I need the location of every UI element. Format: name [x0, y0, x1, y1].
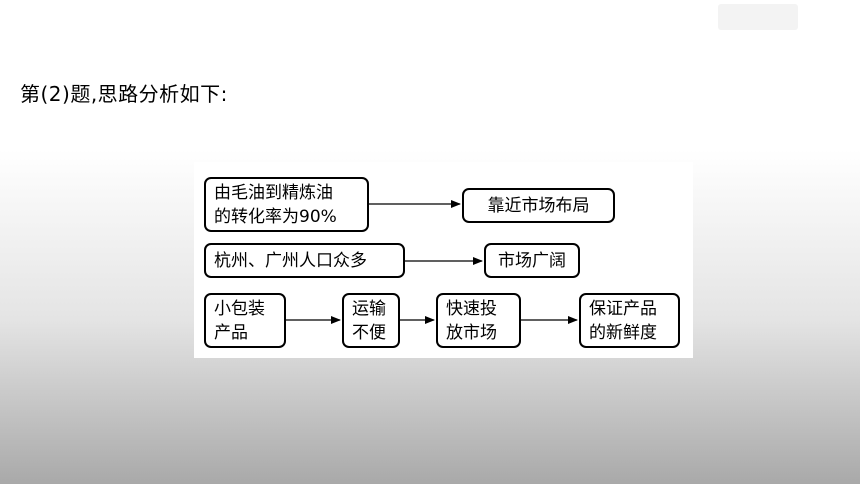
box-transport-line1: 运输 — [352, 298, 386, 319]
box-near-market-label: 靠近市场布局 — [487, 195, 590, 216]
box-broad-market: 市场广阔 — [484, 243, 580, 278]
page-heading: 第(2)题,思路分析如下: — [20, 82, 228, 106]
box-small-package-line1: 小包装 — [214, 298, 265, 319]
analysis-flow-diagram: 由毛油到精炼油 的转化率为90% 靠近市场布局 杭州、广州人口众多 市场广阔 小… — [194, 162, 693, 358]
box-quick-delivery-line1: 快速投 — [446, 298, 497, 319]
box-transport-line2: 不便 — [352, 322, 386, 343]
box-conversion-rate-line1: 由毛油到精炼油 — [214, 182, 333, 203]
top-right-placeholder — [718, 4, 798, 30]
box-small-package: 小包装 产品 — [204, 293, 286, 348]
box-near-market: 靠近市场布局 — [462, 188, 615, 223]
box-conversion-rate: 由毛油到精炼油 的转化率为90% — [204, 177, 369, 232]
box-population: 杭州、广州人口众多 — [204, 243, 405, 278]
box-transport-inconvenient: 运输 不便 — [342, 293, 400, 348]
box-freshness: 保证产品 的新鲜度 — [579, 293, 680, 348]
box-freshness-line2: 的新鲜度 — [589, 322, 657, 343]
box-population-label: 杭州、广州人口众多 — [214, 250, 367, 271]
box-small-package-line2: 产品 — [214, 322, 248, 343]
connector-layer — [286, 200, 578, 324]
box-quick-delivery-line2: 放市场 — [446, 322, 497, 343]
box-broad-market-label: 市场广阔 — [498, 250, 566, 271]
box-freshness-line1: 保证产品 — [589, 298, 657, 319]
box-quick-delivery: 快速投 放市场 — [436, 293, 521, 348]
box-conversion-rate-line2: 的转化率为90% — [214, 206, 337, 227]
